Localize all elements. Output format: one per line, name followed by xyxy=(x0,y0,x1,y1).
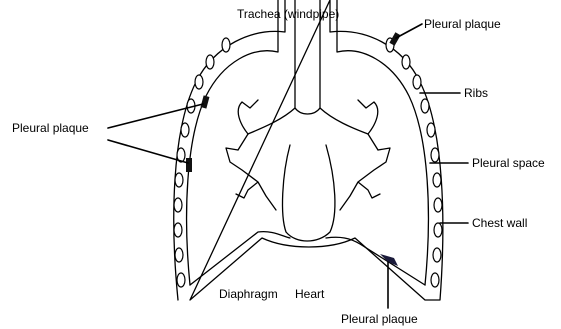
label-trachea: Trachea (windpipe) xyxy=(237,7,339,21)
label-pleural-space: Pleural space xyxy=(472,156,545,170)
pleural-plaque-bottom xyxy=(380,254,398,266)
bronchi xyxy=(238,108,378,150)
label-ribs: Ribs xyxy=(464,86,488,100)
pleural-plaque-left-lower xyxy=(186,158,192,172)
leader-plaque-top-right xyxy=(396,24,422,38)
leader-plaque-left-1 xyxy=(108,104,203,128)
label-plaque-top-right: Pleural plaque xyxy=(424,17,501,31)
label-heart: Heart xyxy=(295,287,325,301)
heart xyxy=(283,145,335,241)
left-bronchial-tree xyxy=(226,100,276,210)
chest-wall-outline xyxy=(174,0,443,300)
label-diaphragm: Diaphragm xyxy=(219,287,278,301)
label-plaque-bottom: Pleural plaque xyxy=(341,312,418,326)
label-plaque-left: Pleural plaque xyxy=(12,121,89,135)
leader-plaque-left-2 xyxy=(108,140,188,163)
pleural-plaque-left-upper xyxy=(201,95,210,108)
right-bronchial-tree xyxy=(340,100,390,210)
ribs-left xyxy=(174,38,230,287)
label-chest-wall: Chest wall xyxy=(472,216,527,230)
